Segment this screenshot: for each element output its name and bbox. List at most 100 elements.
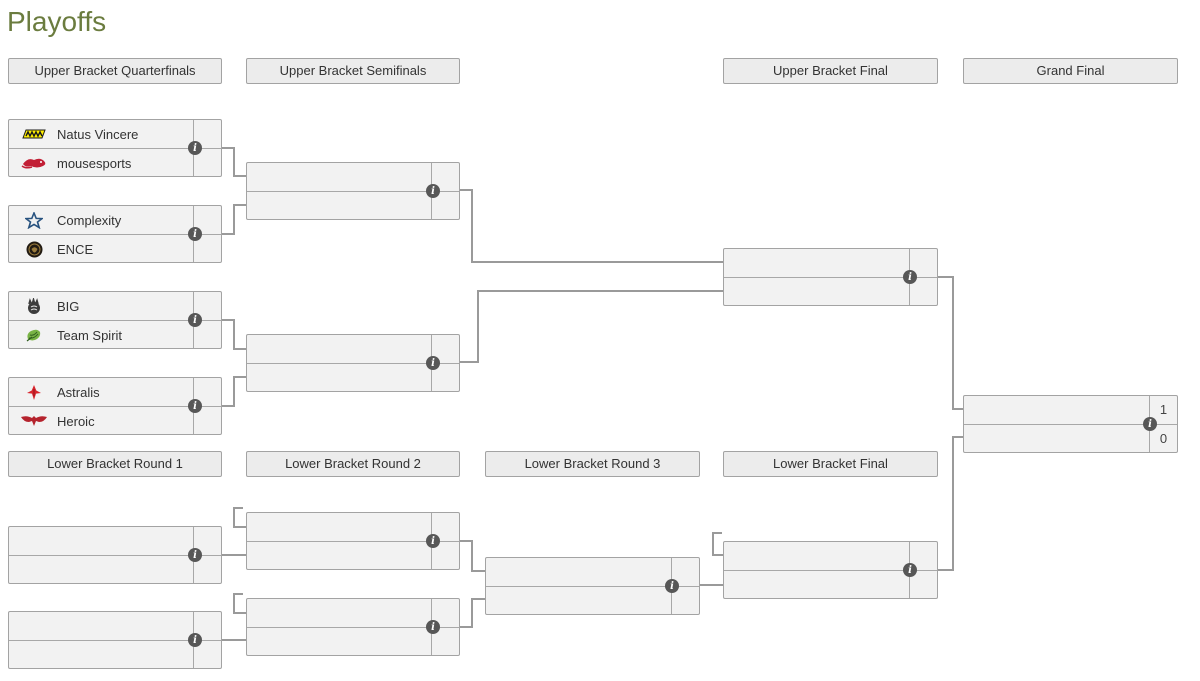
bracket-line: [700, 584, 723, 586]
team-slot: Heroic: [9, 407, 185, 435]
info-icon[interactable]: i: [903, 270, 917, 284]
heroic-logo: [17, 412, 51, 430]
team-slot: [247, 513, 423, 541]
match-lb-round1-2: i: [8, 611, 222, 669]
info-icon[interactable]: i: [426, 620, 440, 634]
match-divider: [9, 640, 221, 641]
bracket-line: [222, 554, 246, 556]
match-divider: [9, 555, 221, 556]
bracket-line: [233, 376, 246, 378]
team-slot: [486, 558, 663, 586]
bracket-line: [233, 612, 246, 614]
team-name[interactable]: Astralis: [57, 384, 100, 400]
match-divider: [486, 586, 699, 587]
round-header-ub-final: Upper Bracket Final: [723, 58, 938, 84]
match-grand-final: 1 0 i: [963, 395, 1178, 453]
bracket-line: [233, 507, 235, 528]
bracket-line: [460, 540, 473, 542]
match-divider: [247, 541, 459, 542]
team-slot: [724, 571, 901, 599]
bracket-line: [233, 507, 243, 509]
team-name[interactable]: mousesports: [57, 155, 132, 171]
info-icon[interactable]: i: [188, 633, 202, 647]
bracket-line: [460, 626, 473, 628]
score-bottom: 0: [1159, 431, 1168, 446]
team-slot: [964, 425, 1141, 453]
info-icon[interactable]: i: [188, 548, 202, 562]
info-icon[interactable]: i: [903, 563, 917, 577]
match-ub-quarterfinal-2: Complexity ENCE i: [8, 205, 222, 263]
team-slot: [247, 364, 423, 392]
team-name[interactable]: Natus Vincere: [57, 126, 139, 142]
astralis-logo: [17, 383, 51, 401]
team-slot: Complexity: [9, 206, 185, 234]
info-icon[interactable]: i: [188, 141, 202, 155]
round-header-lb-round3: Lower Bracket Round 3: [485, 451, 700, 477]
team-name[interactable]: Heroic: [57, 413, 95, 429]
match-ub-semifinal-1: i: [246, 162, 460, 220]
bracket-line: [938, 569, 954, 571]
info-icon[interactable]: i: [188, 399, 202, 413]
info-icon[interactable]: i: [1143, 417, 1157, 431]
match-lb-round2-1: i: [246, 512, 460, 570]
team-slot: [9, 641, 185, 669]
team-slot: [724, 542, 901, 570]
match-ub-quarterfinal-4: Astralis Heroic i: [8, 377, 222, 435]
bracket-line: [222, 233, 235, 235]
team-slot: ENCE: [9, 235, 185, 263]
match-divider: [724, 570, 937, 571]
info-icon[interactable]: i: [188, 313, 202, 327]
bracket-line: [222, 405, 235, 407]
bracket-line: [222, 147, 235, 149]
team-slot: [9, 556, 185, 584]
team-slot: [964, 396, 1141, 424]
info-icon[interactable]: i: [426, 534, 440, 548]
team-slot: [724, 278, 901, 306]
bracket-line: [952, 276, 954, 410]
match-lb-round2-2: i: [246, 598, 460, 656]
page-title: Playoffs: [7, 6, 107, 37]
match-ub-final: i: [723, 248, 938, 306]
team-slot: [9, 612, 185, 640]
info-icon[interactable]: i: [665, 579, 679, 593]
bracket-line: [471, 598, 473, 628]
match-divider: [247, 363, 459, 364]
info-icon[interactable]: i: [188, 227, 202, 241]
team-slot: BIG: [9, 292, 185, 320]
team-name[interactable]: Complexity: [57, 212, 122, 228]
team-slot: [486, 587, 663, 615]
bracket-line: [712, 554, 723, 556]
bracket-line: [460, 361, 479, 363]
match-divider: [247, 191, 459, 192]
round-header-lb-round1: Lower Bracket Round 1: [8, 451, 222, 477]
info-icon[interactable]: i: [426, 184, 440, 198]
bracket-line: [222, 639, 246, 641]
match-ub-quarterfinal-1: Natus Vincere mousesports i: [8, 119, 222, 177]
bracket-line: [233, 319, 235, 350]
team-name[interactable]: BIG: [57, 298, 80, 314]
team-slot: [9, 527, 185, 555]
bracket-line: [471, 261, 723, 263]
bracket-line: [477, 290, 723, 292]
bracket-line: [233, 593, 243, 595]
round-header-ub-semifinals: Upper Bracket Semifinals: [246, 58, 460, 84]
score-top: 1: [1159, 402, 1168, 417]
complexity-logo: [17, 211, 51, 229]
bracket-line: [233, 348, 246, 350]
big-logo: [17, 297, 51, 315]
team-slot: [247, 628, 423, 656]
match-lb-final: i: [723, 541, 938, 599]
team-slot: Natus Vincere: [9, 120, 185, 148]
team-name[interactable]: ENCE: [57, 241, 94, 257]
info-icon[interactable]: i: [426, 356, 440, 370]
bracket-line: [233, 376, 235, 407]
bracket-line: [471, 540, 473, 572]
match-divider: [724, 277, 937, 278]
team-slot: [247, 163, 423, 191]
bracket-line: [460, 189, 473, 191]
bracket-line: [233, 593, 235, 614]
team-name[interactable]: Team Spirit: [57, 327, 123, 343]
bracket-line: [712, 532, 714, 556]
team-slot: [724, 249, 901, 277]
